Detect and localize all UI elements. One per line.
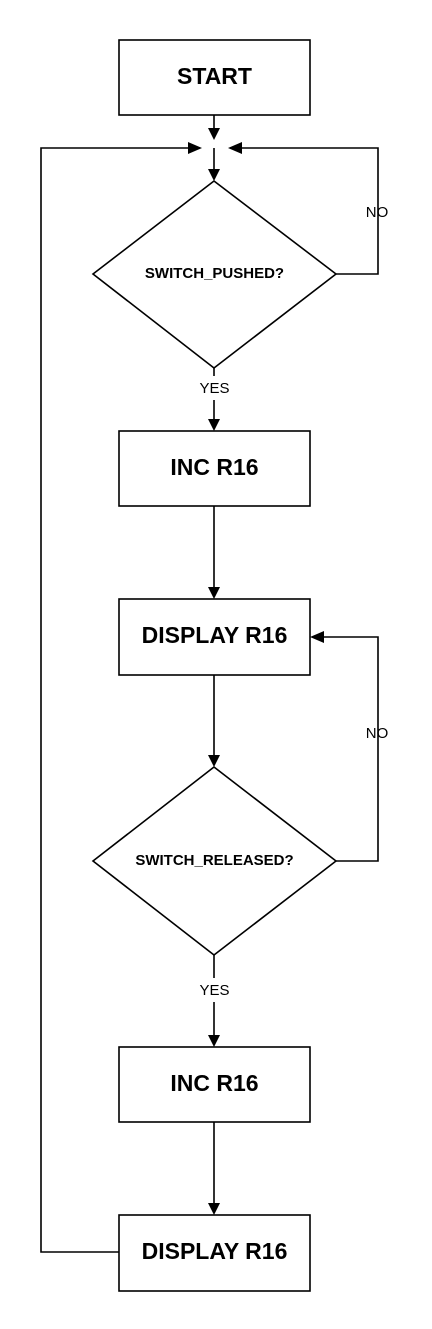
edge-released-no	[318, 636, 379, 862]
edge-label-released-no: NO	[366, 725, 389, 742]
node-inc-1-label: INC R16	[170, 454, 258, 480]
edge-label-released-yes: YES	[199, 982, 229, 999]
node-decision-released-label: SWITCH_RELEASED?	[135, 852, 293, 869]
arrowhead-released-no	[310, 631, 324, 643]
arrowhead-display2-loop-back	[188, 142, 202, 154]
arrowhead-released-yes	[208, 1035, 220, 1047]
node-decision-released-diamond	[91, 765, 338, 957]
edge-display2-loop-back	[40, 147, 200, 1253]
node-decision-pushed-label: SWITCH_PUSHED?	[145, 265, 284, 282]
arrowhead-start-to-merge	[208, 128, 220, 140]
node-decision-pushed: SWITCH_PUSHED?	[91, 179, 338, 370]
node-inc-1-box	[118, 430, 311, 507]
node-display-2-box	[118, 1214, 311, 1292]
node-start: START	[118, 39, 311, 116]
edge-label-pushed-no: NO	[366, 204, 389, 221]
node-decision-released: SWITCH_RELEASED?	[91, 765, 338, 957]
arrowhead-pushed-yes	[208, 419, 220, 431]
arrowhead-inc2-to-display2	[208, 1203, 220, 1215]
node-display-2: DISPLAY R16	[118, 1214, 311, 1292]
node-display-1-box	[118, 598, 311, 676]
edge-pushed-no	[230, 147, 379, 275]
node-display-2-label: DISPLAY R16	[142, 1238, 288, 1264]
node-display-1-label: DISPLAY R16	[142, 622, 288, 648]
node-display-1: DISPLAY R16	[118, 598, 311, 676]
node-decision-pushed-diamond	[91, 179, 338, 370]
node-start-label: START	[177, 63, 252, 89]
arrowhead-inc1-to-display1	[208, 587, 220, 599]
arrowhead-pushed-no	[228, 142, 242, 154]
arrowhead-display1-to-released	[208, 755, 220, 767]
node-inc-2-box	[118, 1046, 311, 1123]
node-inc-1: INC R16	[118, 430, 311, 507]
node-start-box	[118, 39, 311, 116]
node-inc-2-label: INC R16	[170, 1070, 258, 1096]
arrowhead-merge-to-pushed	[208, 169, 220, 181]
node-inc-2: INC R16	[118, 1046, 311, 1123]
edge-label-pushed-yes: YES	[199, 380, 229, 397]
